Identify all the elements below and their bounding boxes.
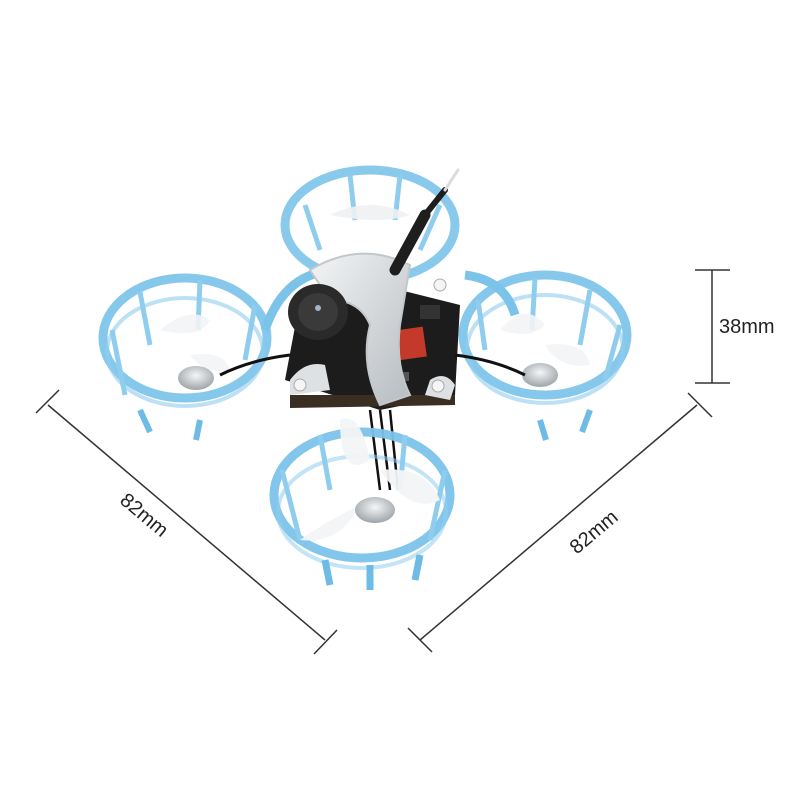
height-label: 38mm (719, 316, 775, 338)
height-dimension (695, 269, 730, 384)
antenna (389, 168, 460, 276)
fpv-camera (288, 284, 348, 340)
duct-right (458, 270, 632, 441)
flight-controller (285, 285, 460, 410)
right-diagonal-dimension (407, 392, 713, 653)
drone (98, 165, 632, 590)
left-diagonal-label: 82mm (115, 489, 172, 542)
motor-front (355, 497, 395, 523)
duct-left (98, 273, 272, 441)
left-diagonal-dimension (35, 389, 338, 655)
motor-right (522, 363, 558, 387)
right-diagonal-label: 82mm (566, 506, 623, 559)
duct-front (269, 418, 455, 590)
motor-left (178, 366, 214, 390)
